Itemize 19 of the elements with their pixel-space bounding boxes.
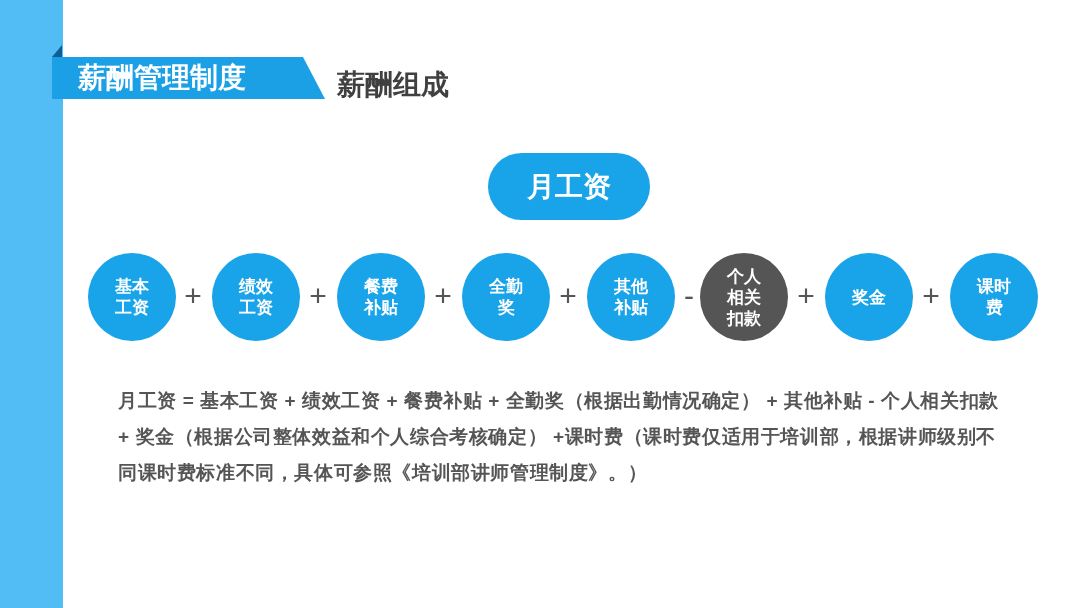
node-label: 其他补贴 xyxy=(614,276,648,318)
node-label: 个人相关扣款 xyxy=(727,265,761,329)
operator-sign: + xyxy=(434,281,452,311)
operator-sign: + xyxy=(309,281,327,311)
node-label: 餐费补贴 xyxy=(364,276,398,318)
node-label: 月工资 xyxy=(527,169,611,204)
operator-sign: - xyxy=(684,281,694,311)
operator-sign: + xyxy=(184,281,202,311)
node-label: 基本工资 xyxy=(115,276,149,318)
node-label: 全勤奖 xyxy=(489,276,523,318)
node-label: 奖金 xyxy=(852,286,886,308)
node-label: 课时费 xyxy=(977,276,1011,318)
slide-title: 薪酬管理制度 xyxy=(78,61,246,95)
node-label: 绩效工资 xyxy=(239,276,273,318)
operator-sign: + xyxy=(559,281,577,311)
formula-note: 月工资 = 基本工资 + 绩效工资 + 餐费补贴 + 全勤奖（根据出勤情况确定） + 其他补贴 - 个人相关扣款 + 奖金（根据公司整体效益和个人综合考核确定） +课时费（课时费仅适用于培训部，根据讲师级别不同课时费标准不同，具体可参照《培训部讲师管理制度》。） xyxy=(118,389,1000,485)
section-subtitle: 薪酬组成 xyxy=(337,68,449,102)
operator-sign: + xyxy=(797,281,815,311)
operator-sign: + xyxy=(922,281,940,311)
